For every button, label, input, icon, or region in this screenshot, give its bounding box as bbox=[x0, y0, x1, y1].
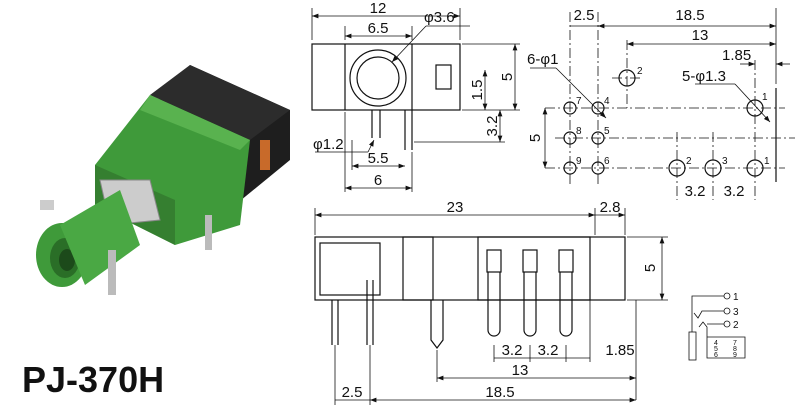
fp-d185: 18.5 bbox=[675, 7, 704, 24]
fp-d13: 13 bbox=[692, 27, 709, 44]
pin-3-bottom: 3 bbox=[722, 156, 728, 167]
schematic bbox=[688, 292, 746, 361]
sch-8: 8 bbox=[733, 346, 737, 353]
fp-d185b: 1.85 bbox=[722, 47, 751, 64]
fp-d25: 2.5 bbox=[574, 7, 595, 24]
fp-row-pitch: 5 bbox=[527, 134, 544, 142]
dim-p2: 3.2 bbox=[538, 342, 559, 359]
sch-3: 3 bbox=[733, 307, 739, 318]
dim-pin-spacing: 5.5 bbox=[368, 150, 389, 167]
pin-7: 7 bbox=[576, 96, 582, 107]
pin-2-bottom: 2 bbox=[686, 156, 692, 167]
pin-5: 5 bbox=[604, 126, 610, 137]
pin-1-bottom: 1 bbox=[764, 156, 770, 167]
dim-hole-dia: φ3.6 bbox=[424, 9, 455, 26]
dim-h3: 3.2 bbox=[484, 116, 501, 137]
dim-p1: 3.2 bbox=[502, 342, 523, 359]
dim-p3: 1.85 bbox=[605, 342, 634, 359]
fp-s2: 3.2 bbox=[724, 183, 745, 200]
model-title: PJ-370H bbox=[22, 359, 164, 400]
pin-6: 6 bbox=[604, 156, 610, 167]
sch-2: 2 bbox=[733, 320, 739, 331]
pin-1-top: 1 bbox=[762, 92, 768, 103]
pin-2-top: 2 bbox=[637, 66, 643, 77]
sch-6: 6 bbox=[714, 352, 718, 359]
product-photo bbox=[36, 65, 290, 295]
dim-front: 2.8 bbox=[600, 199, 621, 216]
fp-small-holes: 6-φ1 bbox=[527, 51, 558, 68]
dim-width: 12 bbox=[370, 0, 387, 17]
dim-offset: 2.5 bbox=[342, 384, 363, 401]
dim-length: 23 bbox=[447, 199, 464, 216]
pin-9: 9 bbox=[576, 156, 582, 167]
dim-span185: 18.5 bbox=[485, 384, 514, 401]
dim-height: 5 bbox=[642, 264, 659, 272]
front-view bbox=[311, 8, 520, 192]
dim-h1: 1.5 bbox=[469, 80, 486, 101]
pin-8: 8 bbox=[576, 126, 582, 137]
sch-9: 9 bbox=[733, 352, 737, 359]
sch-5: 5 bbox=[714, 346, 718, 353]
dim-span13: 13 bbox=[512, 362, 529, 379]
side-view bbox=[314, 208, 668, 405]
sch-4: 4 bbox=[714, 340, 718, 347]
dim-outer-pins: 6 bbox=[374, 172, 382, 189]
footprint bbox=[530, 8, 795, 200]
dim-inner-width: 6.5 bbox=[368, 20, 389, 37]
fp-s1: 3.2 bbox=[685, 183, 706, 200]
pin-4: 4 bbox=[604, 96, 610, 107]
sch-7: 7 bbox=[733, 340, 737, 347]
dim-h2: 5 bbox=[499, 73, 516, 81]
sch-1: 1 bbox=[733, 292, 739, 303]
dim-pin-dia: φ1.2 bbox=[313, 136, 344, 153]
fp-big-holes: 5-φ1.3 bbox=[682, 68, 726, 85]
